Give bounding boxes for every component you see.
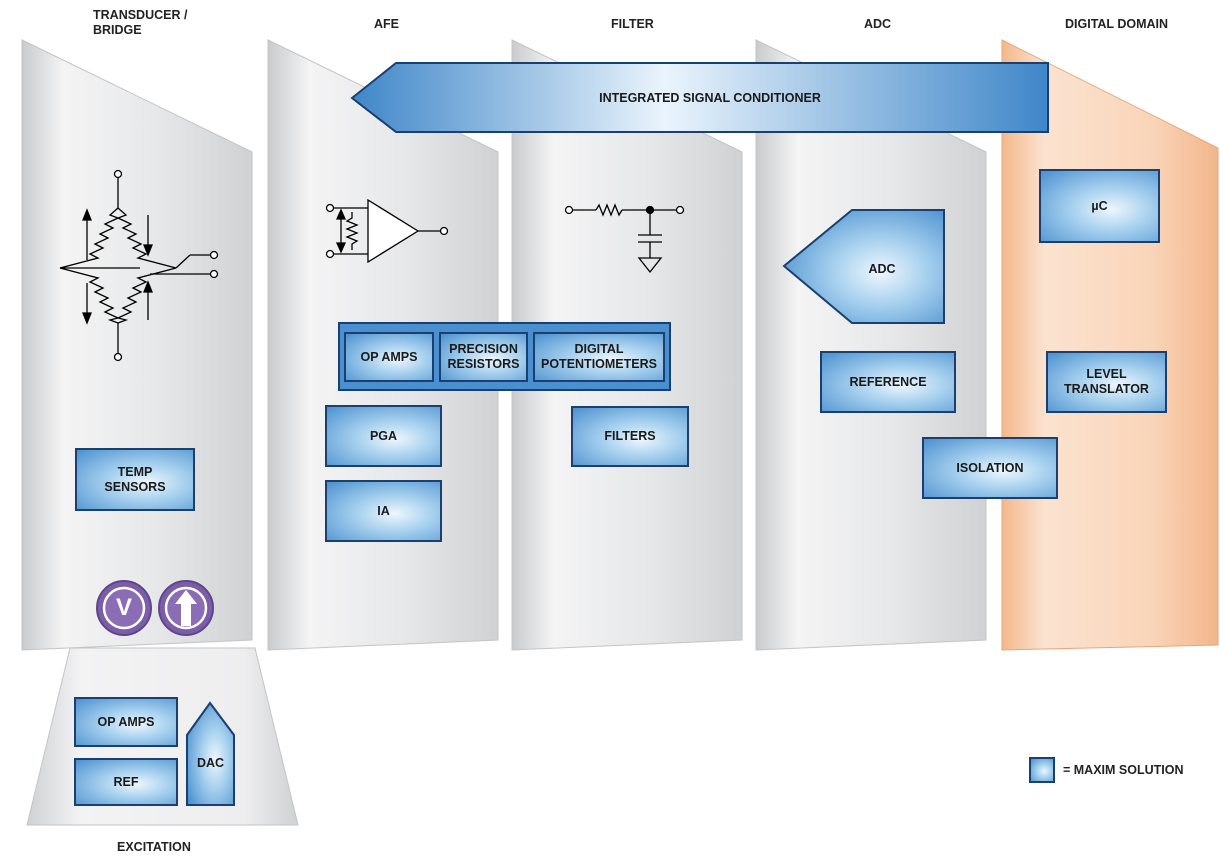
exc-op-amps-block[interactable]: OP AMPS <box>74 697 178 747</box>
rc-filter-symbol <box>564 203 685 274</box>
pga-label: PGA <box>369 428 398 443</box>
header-transducer-bridge: TRANSDUCER / BRIDGE <box>93 8 188 37</box>
op-amps-label: OP AMPS <box>360 349 418 364</box>
reference-block[interactable]: REFERENCE <box>820 351 956 413</box>
exc-op-amps-label: OP AMPS <box>97 714 155 729</box>
amplifier-symbol <box>325 198 449 264</box>
header-adc: ADC <box>864 17 892 31</box>
dac-block-shape <box>186 701 235 806</box>
wheatstone-bridge-symbol <box>59 169 219 362</box>
transducer-panel <box>21 39 253 651</box>
temp-sensors-label: TEMP SENSORS <box>104 464 166 494</box>
current-source-icon <box>158 580 214 636</box>
isolation-block[interactable]: ISOLATION <box>922 437 1058 499</box>
level-translator-block[interactable]: LEVEL TRANSLATOR <box>1046 351 1167 413</box>
precision-resistors-block[interactable]: PRECISION RESISTORS <box>439 332 528 382</box>
filters-block[interactable]: FILTERS <box>571 406 689 467</box>
exc-ref-label: REF <box>113 774 139 789</box>
ia-label: IA <box>377 503 390 518</box>
microcontroller-label: µC <box>1091 198 1108 213</box>
op-amps-block[interactable]: OP AMPS <box>344 332 434 382</box>
precision-resistors-label: PRECISION RESISTORS <box>447 342 520 371</box>
microcontroller-block[interactable]: µC <box>1039 169 1160 243</box>
legend-swatch <box>1029 757 1055 783</box>
legend-text: = MAXIM SOLUTION <box>1063 763 1184 777</box>
pga-block[interactable]: PGA <box>325 405 442 467</box>
voltage-icon-letter: V <box>115 594 132 621</box>
ia-block[interactable]: IA <box>325 480 442 542</box>
isolation-label: ISOLATION <box>956 460 1024 475</box>
exc-ref-block[interactable]: REF <box>74 758 178 806</box>
integrated-signal-conditioner-arrow <box>350 62 1049 133</box>
header-filter: FILTER <box>611 17 654 31</box>
reference-label: REFERENCE <box>849 374 927 389</box>
filters-label: FILTERS <box>604 429 656 443</box>
digital-potentiometers-label: DIGITAL POTENTIOMETERS <box>541 342 657 371</box>
adc-block-shape <box>782 209 945 324</box>
digital-potentiometers-block[interactable]: DIGITAL POTENTIOMETERS <box>533 332 665 382</box>
header-afe: AFE <box>374 17 399 31</box>
integrated-signal-conditioner-label: INTEGRATED SIGNAL CONDITIONER <box>599 91 821 105</box>
header-excitation: EXCITATION <box>117 840 191 854</box>
header-digital-domain: DIGITAL DOMAIN <box>1065 17 1169 31</box>
temp-sensors-block[interactable]: TEMP SENSORS <box>75 448 195 511</box>
level-translator-label: LEVEL TRANSLATOR <box>1064 367 1149 396</box>
voltage-source-icon <box>96 580 152 636</box>
dac-label: DAC <box>196 756 225 770</box>
adc-label: ADC <box>868 262 896 276</box>
